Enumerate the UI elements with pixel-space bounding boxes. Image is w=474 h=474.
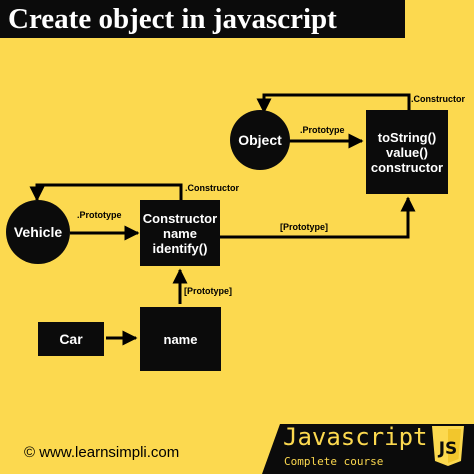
arrow-constructor-to-object-proto: [220, 196, 416, 239]
vehicle-label: Vehicle: [13, 224, 63, 240]
constructor-identify-method: identify(): [152, 240, 208, 256]
label-vehicle-constructor: .Constructor: [185, 183, 239, 193]
constructor-title: Constructor: [142, 210, 218, 226]
svg-text:JS: JS: [438, 439, 458, 459]
object-prototype-box: toString() value() constructor: [366, 110, 448, 194]
title-banner: [0, 0, 405, 38]
constructor-name-property: name: [163, 225, 197, 241]
brand-title: Javascript: [283, 423, 428, 451]
object-label: Object: [238, 132, 282, 148]
label-object-prototype: .Prototype: [300, 125, 345, 135]
label-instance-to-constructor: [Prototype]: [184, 286, 232, 296]
arrow-constructor-to-vehicle: [29, 183, 183, 202]
brand-subtitle: Complete course: [284, 455, 384, 468]
javascript-shield-icon: JS: [432, 426, 464, 466]
vehicle-constructor-box: Constructor name identify(): [140, 200, 220, 266]
copyright-link[interactable]: © www.learnsimpli.com: [24, 444, 180, 461]
page-title: Create object in javascript: [8, 3, 337, 35]
arrow-object-proto-to-object: [256, 93, 411, 114]
car-instance-box: name: [140, 307, 221, 371]
instance-name-property: name: [163, 331, 198, 347]
vehicle-node: Vehicle: [6, 200, 70, 264]
label-vehicle-prototype: .Prototype: [77, 210, 122, 220]
method-constructor: constructor: [370, 159, 444, 175]
label-object-constructor: .Constructor: [411, 94, 465, 104]
car-node: Car: [38, 322, 104, 356]
method-value: value(): [386, 144, 428, 160]
method-tostring: toString(): [377, 129, 437, 145]
object-node: Object: [230, 110, 290, 170]
car-label: Car: [59, 330, 83, 347]
label-constructor-to-object-proto: [Prototype]: [280, 222, 328, 232]
